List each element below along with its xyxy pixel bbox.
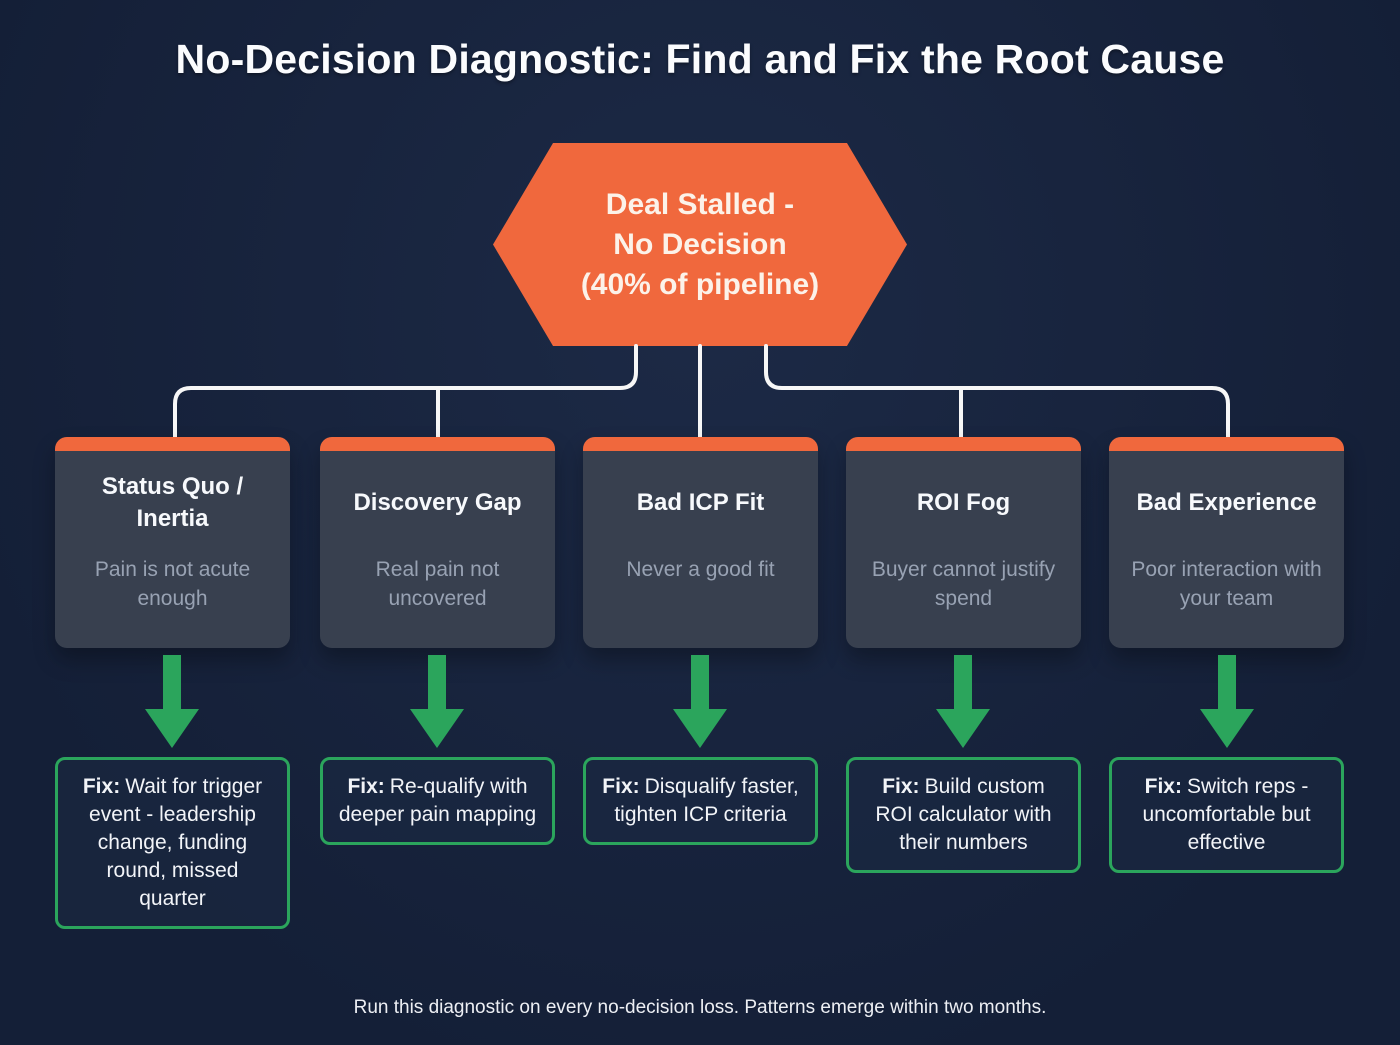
fix-card-roi-fog: Fix:Build custom ROI calculator with the… <box>846 757 1081 873</box>
fix-text: Switch reps - uncomfortable but effectiv… <box>1142 775 1311 854</box>
cause-subtitle: Buyer cannot justify spend <box>871 558 1056 610</box>
fix-card-discovery-gap: Fix:Re-qualify with deeper pain mapping <box>320 757 555 845</box>
root-node-label: Deal Stalled - No Decision (40% of pipel… <box>580 187 820 301</box>
cause-subtitle: Never a good fit <box>626 558 775 581</box>
fix-label: Fix: <box>882 775 920 798</box>
cause-card-accent-bar <box>55 437 290 451</box>
cause-subtitle: Pain is not acute enough <box>94 558 251 610</box>
cause-card-accent-bar <box>846 437 1081 451</box>
page-title: No-Decision Diagnostic: Find and Fix the… <box>175 36 1225 82</box>
down-arrow-icon <box>145 655 199 748</box>
cause-title: Status Quo / Inertia <box>101 473 244 532</box>
fix-card-status-quo: Fix:Wait for trigger event - leadership … <box>55 757 290 929</box>
fix-text: Re-qualify with deeper pain mapping <box>338 775 537 826</box>
fix-text: Disqualify faster, tighten ICP criteria <box>614 775 799 826</box>
fix-text: Wait for trigger event - leadership chan… <box>89 775 263 910</box>
cause-card-accent-bar <box>1109 437 1344 451</box>
connector-right <box>764 344 1230 439</box>
cause-card-roi-fog: ROI Fog Buyer cannot justify spend <box>846 437 1081 648</box>
cause-title: Discovery Gap <box>353 489 522 516</box>
cause-card-status-quo: Status Quo / Inertia Pain is not acute e… <box>55 437 290 648</box>
cause-title: Bad ICP Fit <box>636 489 765 516</box>
cause-card-bad-experience: Bad Experience Poor interaction with you… <box>1109 437 1344 648</box>
down-arrow-icon <box>410 655 464 748</box>
cause-subtitle: Poor interaction with your team <box>1131 558 1322 610</box>
down-arrow-icon <box>673 655 727 748</box>
down-arrow-icon <box>1200 655 1254 748</box>
fix-text: Build custom ROI calculator with their n… <box>875 775 1052 854</box>
fix-label: Fix: <box>347 775 385 798</box>
fix-label: Fix: <box>1144 775 1182 798</box>
fix-label: Fix: <box>82 775 121 798</box>
fix-card-bad-icp-fit: Fix:Disqualify faster, tighten ICP crite… <box>583 757 818 845</box>
fix-label: Fix: <box>602 775 640 798</box>
fix-card-bad-experience: Fix:Switch reps - uncomfortable but effe… <box>1109 757 1344 873</box>
cause-title: Bad Experience <box>1136 489 1317 516</box>
cause-card-discovery-gap: Discovery Gap Real pain not uncovered <box>320 437 555 648</box>
cause-subtitle: Real pain not uncovered <box>375 558 500 610</box>
footer-note: Run this diagnostic on every no-decision… <box>353 997 1047 1018</box>
cause-card-accent-bar <box>320 437 555 451</box>
cause-title: ROI Fog <box>916 489 1011 516</box>
connector-left <box>173 344 638 439</box>
cause-card-accent-bar <box>583 437 818 451</box>
root-node-hexagon: Deal Stalled - No Decision (40% of pipel… <box>493 143 907 346</box>
down-arrow-icon <box>936 655 990 748</box>
cause-card-bad-icp-fit: Bad ICP Fit Never a good fit <box>583 437 818 648</box>
